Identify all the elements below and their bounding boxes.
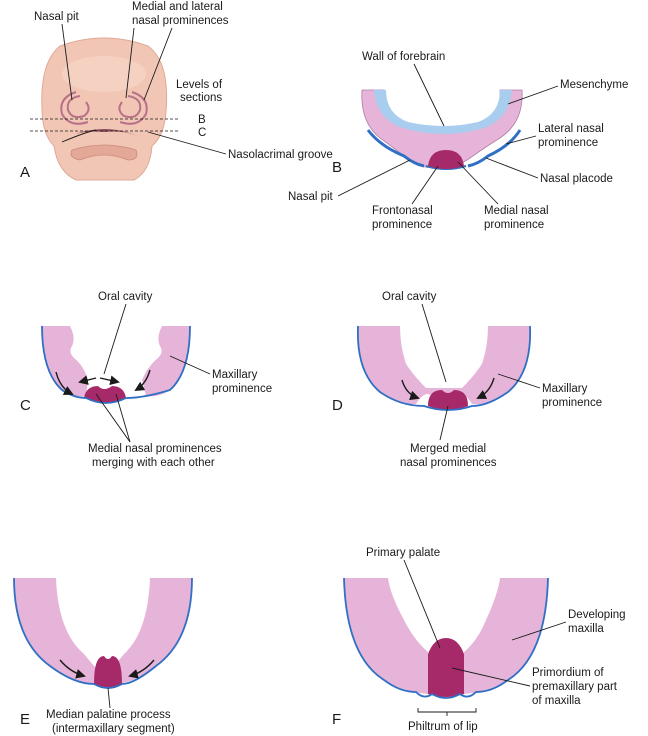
section-d-merged bbox=[428, 390, 468, 410]
section-f-epithelium bbox=[343, 577, 549, 699]
label-primary-palate: Primary palate bbox=[366, 547, 440, 559]
forebrain-wall bbox=[374, 90, 512, 134]
label-levels-of-sections: Levels of bbox=[176, 79, 223, 91]
label-developing-maxilla-2: maxilla bbox=[568, 623, 604, 635]
panel-b: Wall of forebrain Mesenchyme Lateral nas… bbox=[288, 51, 628, 231]
label-level-c: C bbox=[198, 127, 206, 139]
label-nasal-placode: Nasal placode bbox=[540, 173, 613, 185]
label-level-b: B bbox=[198, 114, 206, 126]
label-maxillary-d-2: prominence bbox=[542, 397, 602, 409]
label-medial-nasal-b-2: prominence bbox=[484, 219, 544, 231]
label-oral-cavity-c: Oral cavity bbox=[98, 291, 153, 303]
label-medial-lateral-a: Medial and lateral bbox=[132, 1, 223, 13]
panel-letter-a: A bbox=[20, 164, 30, 181]
label-developing-maxilla: Developing bbox=[568, 609, 626, 621]
label-primordium-1: Primordium of bbox=[532, 667, 604, 679]
label-medial-nasal-b: Medial nasal bbox=[484, 205, 549, 217]
label-frontonasal: Frontonasal bbox=[372, 205, 433, 217]
section-c-merging bbox=[84, 386, 126, 403]
label-mesenchyme: Mesenchyme bbox=[560, 79, 628, 91]
panel-letter-d: D bbox=[332, 397, 343, 414]
panel-d: Oral cavity Maxillary prominence Merged … bbox=[332, 291, 602, 469]
label-median-palatine-2: (intermaxillary segment) bbox=[52, 723, 175, 735]
section-d-tissue bbox=[357, 326, 531, 405]
label-maxillary-c: Maxillary bbox=[212, 369, 258, 381]
panel-letter-b: B bbox=[332, 159, 342, 176]
label-merging-2: merging with each other bbox=[92, 457, 215, 469]
nasolacrimal-groove-line bbox=[61, 129, 97, 143]
label-levels-of-sections-2: sections bbox=[180, 92, 222, 104]
panel-letter-e: E bbox=[20, 711, 30, 728]
panel-a: Nasal pit Medial and lateral nasal promi… bbox=[20, 1, 333, 181]
label-frontonasal-2: prominence bbox=[372, 219, 432, 231]
label-wall-of-forebrain: Wall of forebrain bbox=[362, 51, 445, 63]
label-merging-1: Medial nasal prominences bbox=[88, 443, 222, 455]
forehead-highlight bbox=[62, 56, 146, 92]
section-d-epithelium bbox=[356, 325, 532, 411]
label-nasolacrimal-groove: Nasolacrimal groove bbox=[228, 149, 333, 161]
mandible-arch bbox=[70, 144, 138, 161]
label-nasal-pit-b: Nasal pit bbox=[288, 191, 334, 203]
panel-letter-c: C bbox=[20, 397, 31, 414]
label-median-palatine-1: Median palatine process bbox=[46, 709, 171, 721]
section-c-right-tissue bbox=[142, 326, 190, 397]
philtrum-bracket bbox=[417, 708, 477, 716]
panel-c: Oral cavity Maxillary prominence Medial … bbox=[20, 291, 272, 469]
label-primordium-3: of maxilla bbox=[532, 695, 581, 707]
label-merged-2: nasal prominences bbox=[400, 457, 497, 469]
section-c-left-tissue bbox=[42, 326, 88, 397]
nasal-placode-epithelium bbox=[366, 129, 522, 168]
section-f-tissue bbox=[344, 578, 548, 694]
panel-e: Median palatine process (intermaxillary … bbox=[13, 577, 193, 735]
section-e-tissue bbox=[14, 578, 192, 684]
panel-f: Primary palate Developing maxilla Primor… bbox=[332, 547, 626, 733]
panel-letter-f: F bbox=[332, 711, 341, 728]
section-e-median-palatine bbox=[94, 656, 122, 688]
section-f-primordium bbox=[428, 638, 464, 697]
label-lateral-nasal: Lateral nasal bbox=[538, 123, 604, 135]
label-philtrum: Philtrum of lip bbox=[408, 721, 478, 733]
label-lateral-nasal-2: prominence bbox=[538, 137, 598, 149]
section-c-epithelium bbox=[41, 325, 191, 404]
label-nasal-pit-a: Nasal pit bbox=[34, 11, 80, 23]
label-maxillary-c-2: prominence bbox=[212, 383, 272, 395]
label-primordium-2: premaxillary part bbox=[532, 681, 618, 693]
left-nasal-prominence bbox=[60, 91, 90, 125]
label-maxillary-d: Maxillary bbox=[542, 383, 588, 395]
label-merged-1: Merged medial bbox=[410, 443, 486, 455]
label-oral-cavity-d: Oral cavity bbox=[382, 291, 437, 303]
label-medial-lateral-a-2: nasal prominences bbox=[132, 15, 229, 27]
right-nasal-prominence bbox=[118, 91, 148, 125]
medial-nasal-prominence-b bbox=[428, 150, 464, 169]
